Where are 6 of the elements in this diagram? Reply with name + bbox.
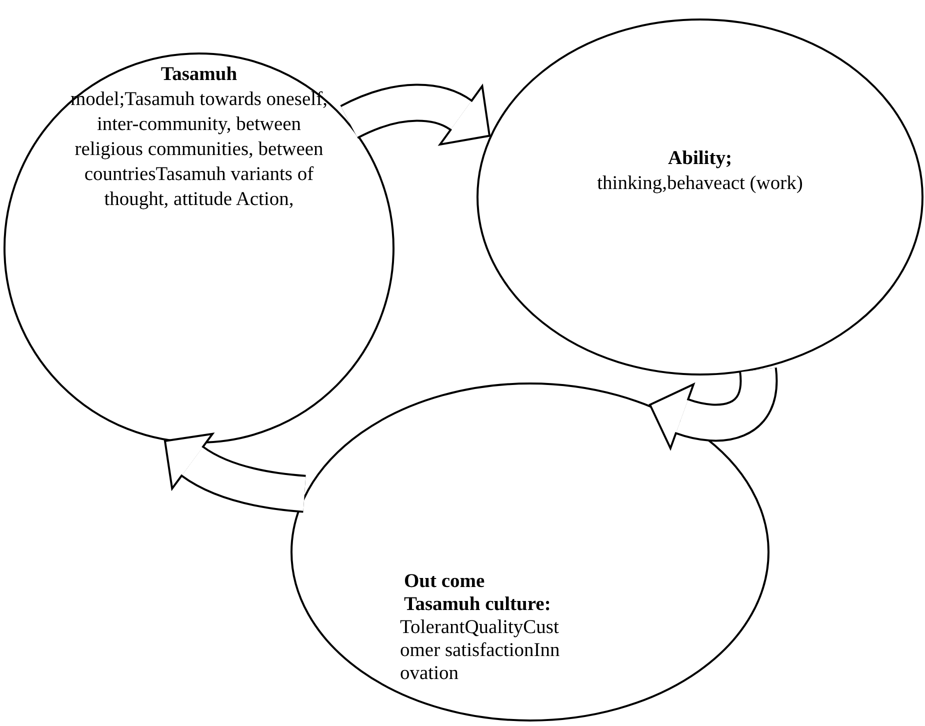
node-text: model;Tasamuh towards oneself, inter-community, between religious communities, between countriesTasamuh variants of thought, attitude Action, [70, 88, 328, 212]
node-text: TolerantQualityCustomer satisfactionInnovation [400, 616, 561, 685]
node-text: thinking,behaveact (work) [596, 172, 804, 196]
node-heading: Ability; [667, 147, 733, 171]
node-heading: Tasamuh [160, 63, 238, 87]
node-heading: Out come Tasamuh culture: [404, 570, 552, 616]
